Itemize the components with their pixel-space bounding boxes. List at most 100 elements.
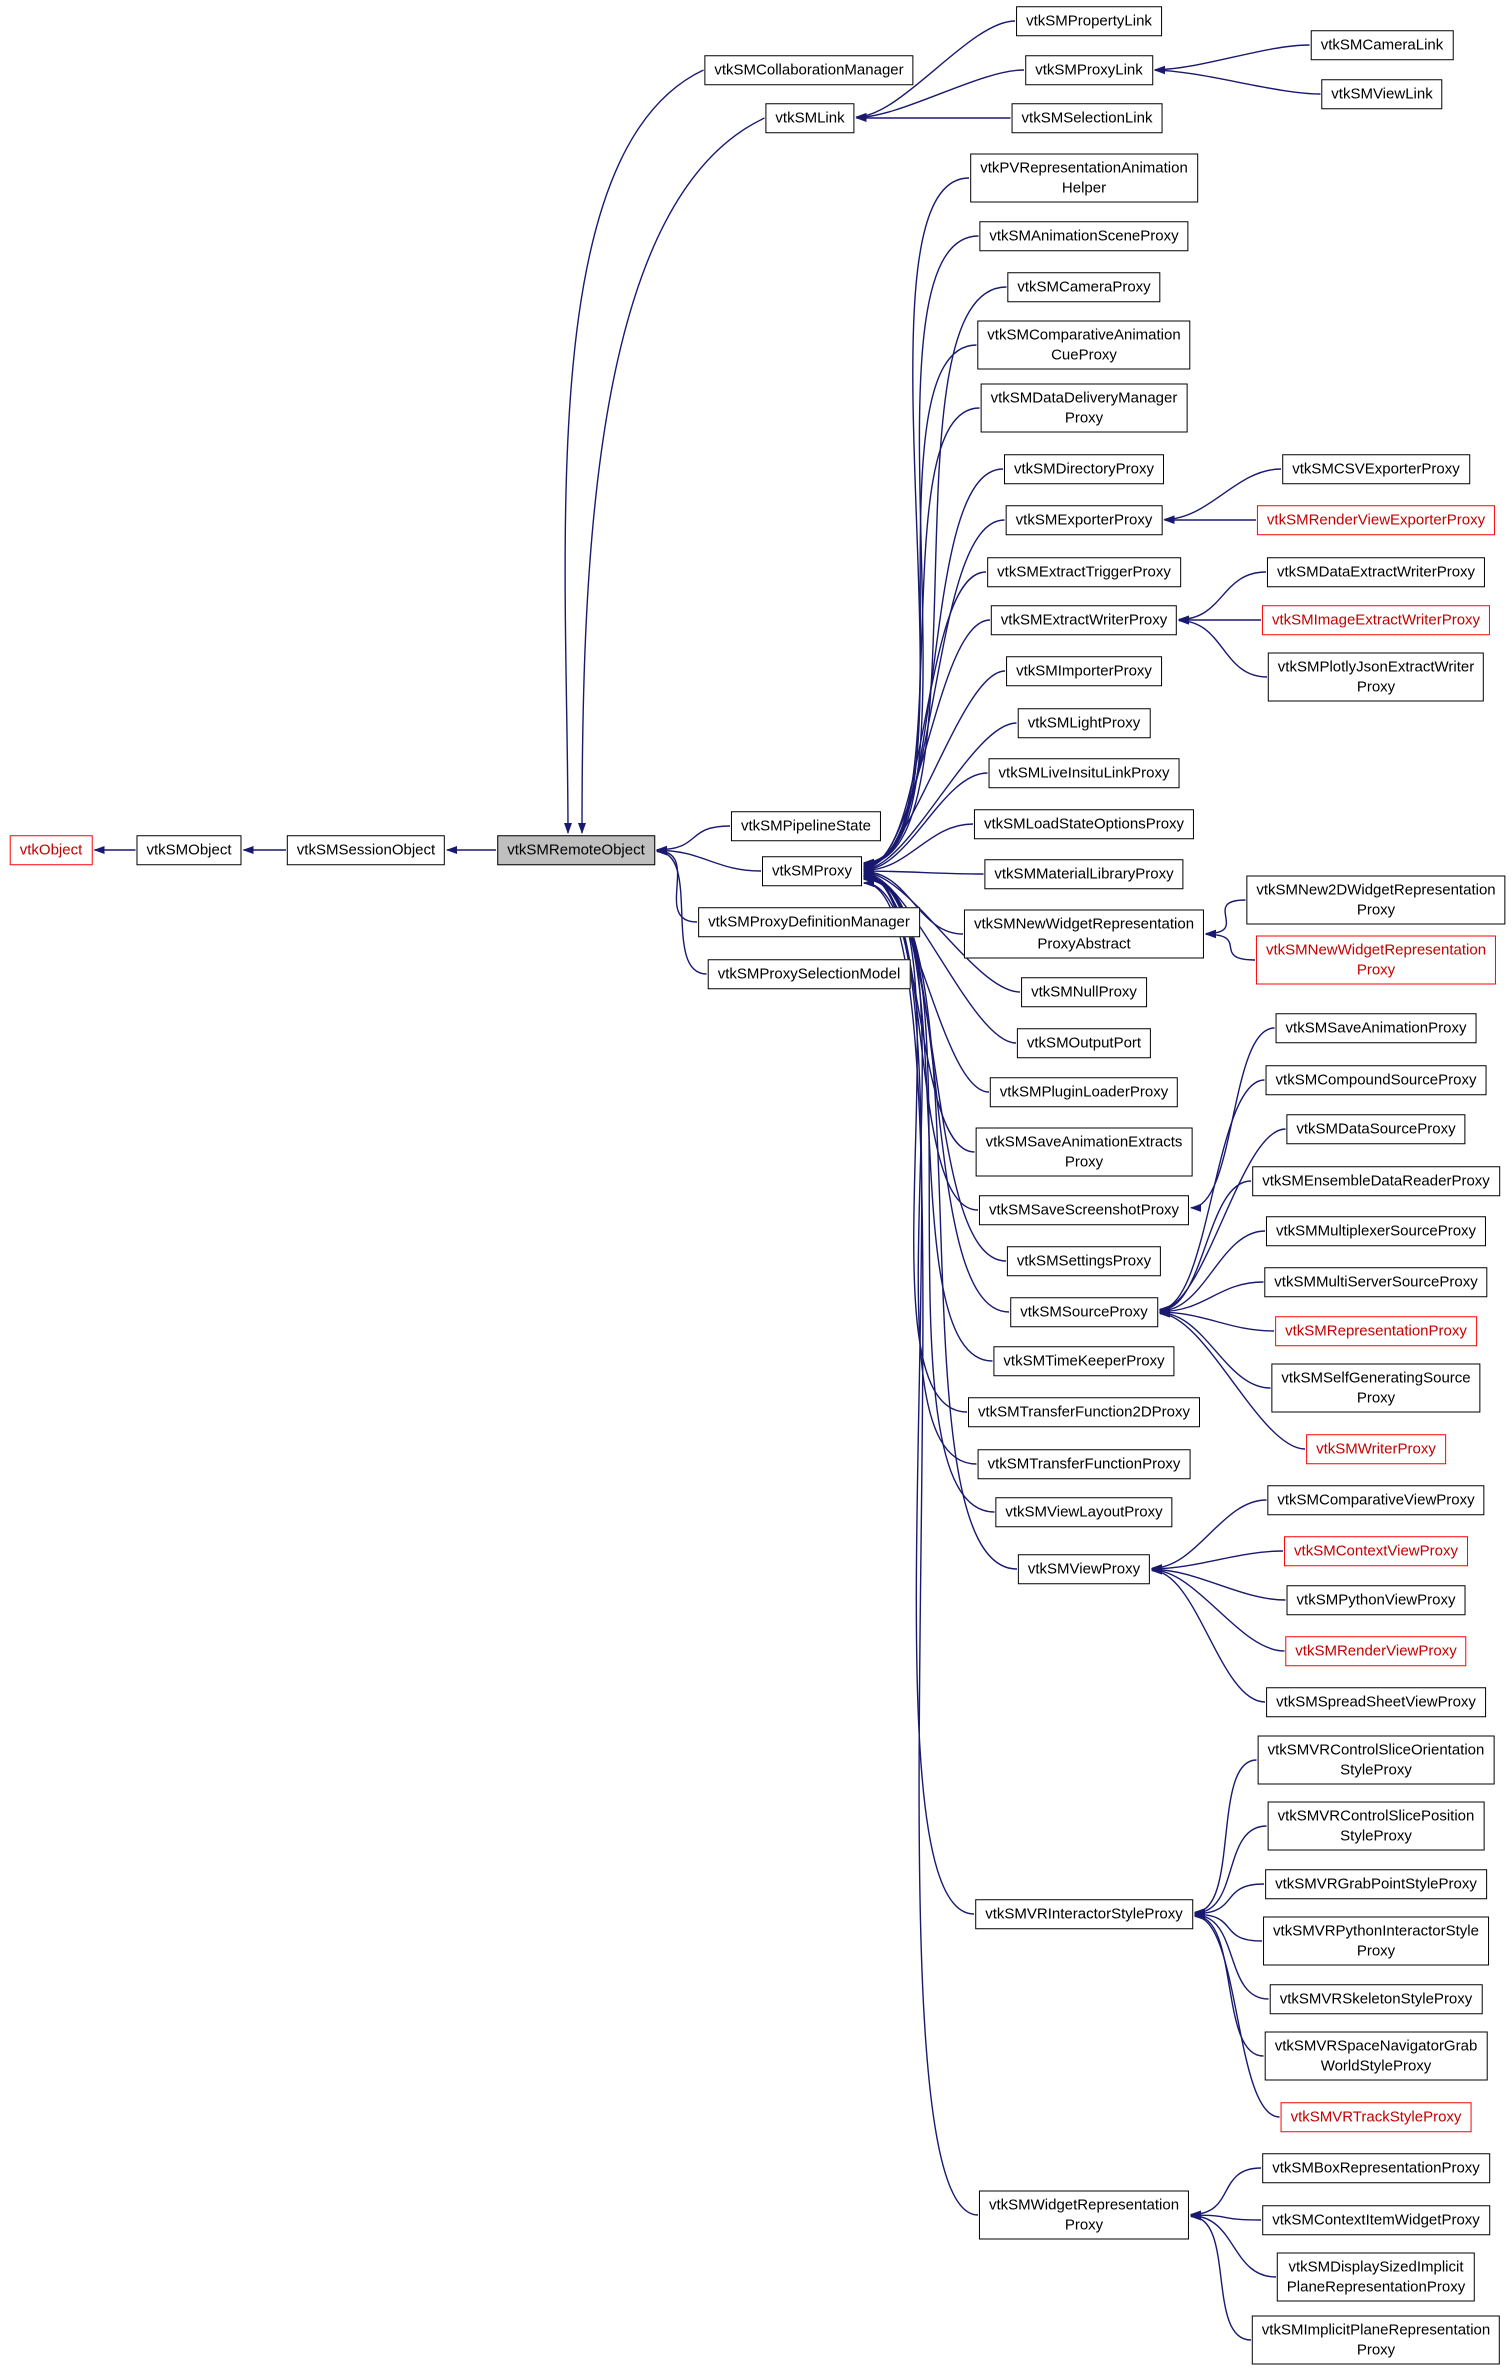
class-node-vtkSMVRSpaceNavigatorGrabWorldStyleProxy[interactable]: vtkSMVRSpaceNavigatorGrab WorldStyleProx… <box>1264 2031 1488 2081</box>
class-node-vtkSMRenderViewExporterProxy[interactable]: vtkSMRenderViewExporterProxy <box>1256 505 1496 535</box>
inheritance-edge-vtkSMWidgetRepresentationProxy-to-vtkSMProxy <box>863 879 979 2216</box>
class-node-vtkSMProxyDefinitionManager[interactable]: vtkSMProxyDefinitionManager <box>698 907 920 937</box>
class-node-vtkSMPlotlyJsonExtractWriterProxy[interactable]: vtkSMPlotlyJsonExtractWriter Proxy <box>1267 652 1485 702</box>
class-node-vtkSMContextItemWidgetProxy[interactable]: vtkSMContextItemWidgetProxy <box>1262 2205 1490 2235</box>
class-node-vtkSMRenderViewProxy[interactable]: vtkSMRenderViewProxy <box>1285 1636 1467 1666</box>
class-node-vtkSMSaveScreenshotProxy[interactable]: vtkSMSaveScreenshotProxy <box>978 1195 1190 1225</box>
inheritance-edge-vtkSMSettingsProxy-to-vtkSMProxy <box>863 871 1007 1262</box>
class-node-vtkSMVRInteractorStyleProxy[interactable]: vtkSMVRInteractorStyleProxy <box>975 1899 1193 1929</box>
inheritance-edge-vtkSMProxyDefinitionManager-to-vtkSMRemoteObject <box>656 846 698 923</box>
class-node-vtkSMProxyLink[interactable]: vtkSMProxyLink <box>1025 55 1153 85</box>
class-node-vtkSMTimeKeeperProxy[interactable]: vtkSMTimeKeeperProxy <box>993 1346 1175 1376</box>
class-node-vtkSMVRGrabPointStyleProxy[interactable]: vtkSMVRGrabPointStyleProxy <box>1265 1869 1487 1899</box>
class-node-vtkSMContextViewProxy[interactable]: vtkSMContextViewProxy <box>1284 1536 1468 1566</box>
class-node-vtkSMOutputPort[interactable]: vtkSMOutputPort <box>1016 1028 1152 1058</box>
class-node-vtkSMImplicitPlaneRepresentationProxy[interactable]: vtkSMImplicitPlaneRepresentation Proxy <box>1251 2315 1501 2365</box>
class-node-vtkSMObject[interactable]: vtkSMObject <box>136 835 242 865</box>
class-node-vtkSMComparativeAnimationCueProxy[interactable]: vtkSMComparativeAnimation CueProxy <box>977 320 1191 370</box>
class-node-vtkSMCollaborationManager[interactable]: vtkSMCollaborationManager <box>704 55 914 85</box>
class-node-vtkSMPluginLoaderProxy[interactable]: vtkSMPluginLoaderProxy <box>989 1077 1179 1107</box>
class-node-vtkSMPipelineState[interactable]: vtkSMPipelineState <box>730 811 882 841</box>
class-node-vtkSMMaterialLibraryProxy[interactable]: vtkSMMaterialLibraryProxy <box>984 859 1184 889</box>
class-node-vtkSMDataDeliveryManagerProxy[interactable]: vtkSMDataDeliveryManager Proxy <box>980 383 1188 433</box>
class-node-vtkSMLiveInsituLinkProxy[interactable]: vtkSMLiveInsituLinkProxy <box>988 758 1180 788</box>
inheritance-edge-vtkSMVRInteractorStyleProxy-to-vtkSMProxy <box>863 879 975 1915</box>
class-node-vtkSMImageExtractWriterProxy[interactable]: vtkSMImageExtractWriterProxy <box>1261 605 1491 635</box>
class-node-vtkSMSelectionLink[interactable]: vtkSMSelectionLink <box>1011 103 1163 133</box>
class-node-vtkSMViewProxy[interactable]: vtkSMViewProxy <box>1017 1554 1151 1584</box>
class-node-vtkSMExtractTriggerProxy[interactable]: vtkSMExtractTriggerProxy <box>987 557 1181 587</box>
class-node-vtkSMVRControlSlicePositionStyleProxy[interactable]: vtkSMVRControlSlicePosition StyleProxy <box>1267 1801 1485 1851</box>
class-node-vtkSMVRPythonInteractorStyleProxy[interactable]: vtkSMVRPythonInteractorStyle Proxy <box>1263 1916 1489 1966</box>
class-node-vtkSMCSVExporterProxy[interactable]: vtkSMCSVExporterProxy <box>1282 454 1470 484</box>
inheritance-edge-vtkSMMultiplexerSourceProxy-to-vtkSMSourceProxy <box>1159 1230 1266 1316</box>
class-node-vtkSMPythonViewProxy[interactable]: vtkSMPythonViewProxy <box>1286 1585 1466 1615</box>
class-node-vtkSMLoadStateOptionsProxy[interactable]: vtkSMLoadStateOptionsProxy <box>973 809 1195 839</box>
class-node-vtkSMCameraProxy[interactable]: vtkSMCameraProxy <box>1007 272 1161 302</box>
class-node-vtkSMWidgetRepresentationProxy[interactable]: vtkSMWidgetRepresentation Proxy <box>978 2190 1190 2240</box>
class-node-vtkObject[interactable]: vtkObject <box>9 835 93 865</box>
inheritance-edge-vtkSMNewWidgetRepresentationProxy-to-vtkSMNewWidgetRepresentationProxyAbstract <box>1205 930 1256 961</box>
class-node-vtkSMDisplaySizedImplicitPlaneRepresentationProxy[interactable]: vtkSMDisplaySizedImplicit PlaneRepresent… <box>1276 2252 1476 2302</box>
inheritance-edge-vtkSMVRControlSliceOrientationStyleProxy-to-vtkSMVRInteractorStyleProxy <box>1194 1759 1257 1917</box>
class-node-vtkSMProxySelectionModel[interactable]: vtkSMProxySelectionModel <box>707 959 911 989</box>
class-node-vtkSMCompoundSourceProxy[interactable]: vtkSMCompoundSourceProxy <box>1265 1065 1487 1095</box>
inheritance-edge-vtkSMNew2DWidgetRepresentationProxy-to-vtkSMNewWidgetRepresentationProxyAbstract <box>1205 899 1246 938</box>
class-node-vtkSMNullProxy[interactable]: vtkSMNullProxy <box>1021 977 1147 1007</box>
class-node-vtkSMDataSourceProxy[interactable]: vtkSMDataSourceProxy <box>1286 1114 1466 1144</box>
class-node-vtkSMExporterProxy[interactable]: vtkSMExporterProxy <box>1005 505 1163 535</box>
class-node-vtkSMVRTrackStyleProxy[interactable]: vtkSMVRTrackStyleProxy <box>1280 2102 1472 2132</box>
class-node-vtkSMWriterProxy[interactable]: vtkSMWriterProxy <box>1306 1434 1446 1464</box>
inheritance-edge-vtkSMWriterProxy-to-vtkSMSourceProxy <box>1159 1309 1306 1450</box>
class-node-vtkSMVRControlSliceOrientationStyleProxy[interactable]: vtkSMVRControlSliceOrientation StyleProx… <box>1257 1735 1495 1785</box>
inheritance-edge-vtkSMDataExtractWriterProxy-to-vtkSMExtractWriterProxy <box>1178 571 1267 624</box>
inheritance-edge-vtkSMVRPythonInteractorStyleProxy-to-vtkSMVRInteractorStyleProxy <box>1194 1910 1263 1942</box>
inheritance-edge-vtkSMRenderViewProxy-to-vtkSMViewProxy <box>1151 1565 1285 1652</box>
class-node-vtkSMNewWidgetRepresentationProxy[interactable]: vtkSMNewWidgetRepresentation Proxy <box>1255 935 1497 985</box>
class-node-vtkSMSelfGeneratingSourceProxy[interactable]: vtkSMSelfGeneratingSource Proxy <box>1271 1363 1481 1413</box>
inheritance-edge-vtkSMProxySelectionModel-to-vtkSMRemoteObject <box>656 847 707 975</box>
class-node-vtkSMRemoteObject[interactable]: vtkSMRemoteObject <box>497 835 655 865</box>
class-node-vtkSMSessionObject[interactable]: vtkSMSessionObject <box>286 835 446 865</box>
class-node-vtkSMNewWidgetRepresentationProxyAbstract[interactable]: vtkSMNewWidgetRepresentation ProxyAbstra… <box>963 909 1205 959</box>
class-node-vtkSMSpreadSheetViewProxy[interactable]: vtkSMSpreadSheetViewProxy <box>1266 1687 1486 1717</box>
class-node-vtkSMEnsembleDataReaderProxy[interactable]: vtkSMEnsembleDataReaderProxy <box>1252 1166 1500 1196</box>
inheritance-edge-vtkSMMaterialLibraryProxy-to-vtkSMProxy <box>863 867 984 876</box>
class-node-vtkSMSourceProxy[interactable]: vtkSMSourceProxy <box>1010 1297 1158 1327</box>
class-node-vtkSMExtractWriterProxy[interactable]: vtkSMExtractWriterProxy <box>990 605 1178 635</box>
class-node-vtkSMMultiServerSourceProxy[interactable]: vtkSMMultiServerSourceProxy <box>1264 1267 1488 1297</box>
class-node-vtkSMBoxRepresentationProxy[interactable]: vtkSMBoxRepresentationProxy <box>1262 2153 1490 2183</box>
class-node-vtkSMTransferFunction2DProxy[interactable]: vtkSMTransferFunction2DProxy <box>967 1397 1201 1427</box>
class-node-vtkSMMultiplexerSourceProxy[interactable]: vtkSMMultiplexerSourceProxy <box>1265 1216 1487 1246</box>
inheritance-edge-vtkSMContextItemWidgetProxy-to-vtkSMWidgetRepresentationProxy <box>1190 2211 1262 2221</box>
class-node-vtkSMProxy[interactable]: vtkSMProxy <box>761 856 863 886</box>
class-node-vtkSMSettingsProxy[interactable]: vtkSMSettingsProxy <box>1006 1246 1162 1276</box>
inheritance-edge-vtkSMSelfGeneratingSourceProxy-to-vtkSMSourceProxy <box>1159 1308 1271 1389</box>
class-node-vtkSMCameraLink[interactable]: vtkSMCameraLink <box>1310 30 1454 60</box>
class-node-vtkSMVRSkeletonStyleProxy[interactable]: vtkSMVRSkeletonStyleProxy <box>1269 1984 1483 2014</box>
class-node-vtkSMDataExtractWriterProxy[interactable]: vtkSMDataExtractWriterProxy <box>1266 557 1486 587</box>
inheritance-edge-vtkSMMultiServerSourceProxy-to-vtkSMSourceProxy <box>1159 1281 1264 1316</box>
class-node-vtkSMLink[interactable]: vtkSMLink <box>765 103 855 133</box>
class-node-vtkSMViewLink[interactable]: vtkSMViewLink <box>1321 79 1443 109</box>
inheritance-edge-vtkSMSpreadSheetViewProxy-to-vtkSMViewProxy <box>1151 1566 1266 1703</box>
inheritance-edge-vtkSMOutputPort-to-vtkSMProxy <box>863 869 1017 1044</box>
class-node-vtkPVRepresentationAnimationHelper[interactable]: vtkPVRepresentationAnimation Helper <box>970 153 1198 203</box>
class-node-vtkSMTransferFunctionProxy[interactable]: vtkSMTransferFunctionProxy <box>977 1449 1191 1479</box>
inheritance-edge-vtkSMDisplaySizedImplicitPlaneRepresentationProxy-to-vtkSMWidgetRepresentationProxy <box>1190 2211 1277 2278</box>
class-node-vtkSMSaveAnimationExtractsProxy[interactable]: vtkSMSaveAnimationExtracts Proxy <box>975 1127 1193 1177</box>
inheritance-edge-vtkSMNullProxy-to-vtkSMProxy <box>863 868 1021 993</box>
class-node-vtkSMNew2DWidgetRepresentationProxy[interactable]: vtkSMNew2DWidgetRepresentation Proxy <box>1246 875 1506 925</box>
inheritance-edge-vtkSMVRTrackStyleProxy-to-vtkSMVRInteractorStyleProxy <box>1194 1912 1280 2118</box>
inheritance-edge-vtkSMSaveScreenshotProxy-to-vtkSMProxy <box>863 871 979 1211</box>
class-node-vtkSMDirectoryProxy[interactable]: vtkSMDirectoryProxy <box>1003 454 1165 484</box>
inheritance-edge-vtkSMImporterProxy-to-vtkSMProxy <box>863 670 1006 873</box>
class-node-vtkSMSaveAnimationProxy[interactable]: vtkSMSaveAnimationProxy <box>1275 1013 1477 1043</box>
class-node-vtkSMComparativeViewProxy[interactable]: vtkSMComparativeViewProxy <box>1267 1485 1485 1515</box>
class-node-vtkSMAnimationSceneProxy[interactable]: vtkSMAnimationSceneProxy <box>979 221 1189 251</box>
class-node-vtkSMRepresentationProxy[interactable]: vtkSMRepresentationProxy <box>1275 1316 1477 1346</box>
class-node-vtkSMLightProxy[interactable]: vtkSMLightProxy <box>1017 708 1151 738</box>
class-node-vtkSMImporterProxy[interactable]: vtkSMImporterProxy <box>1006 656 1162 686</box>
class-node-vtkSMPropertyLink[interactable]: vtkSMPropertyLink <box>1016 6 1162 36</box>
class-node-vtkSMViewLayoutProxy[interactable]: vtkSMViewLayoutProxy <box>995 1497 1173 1527</box>
